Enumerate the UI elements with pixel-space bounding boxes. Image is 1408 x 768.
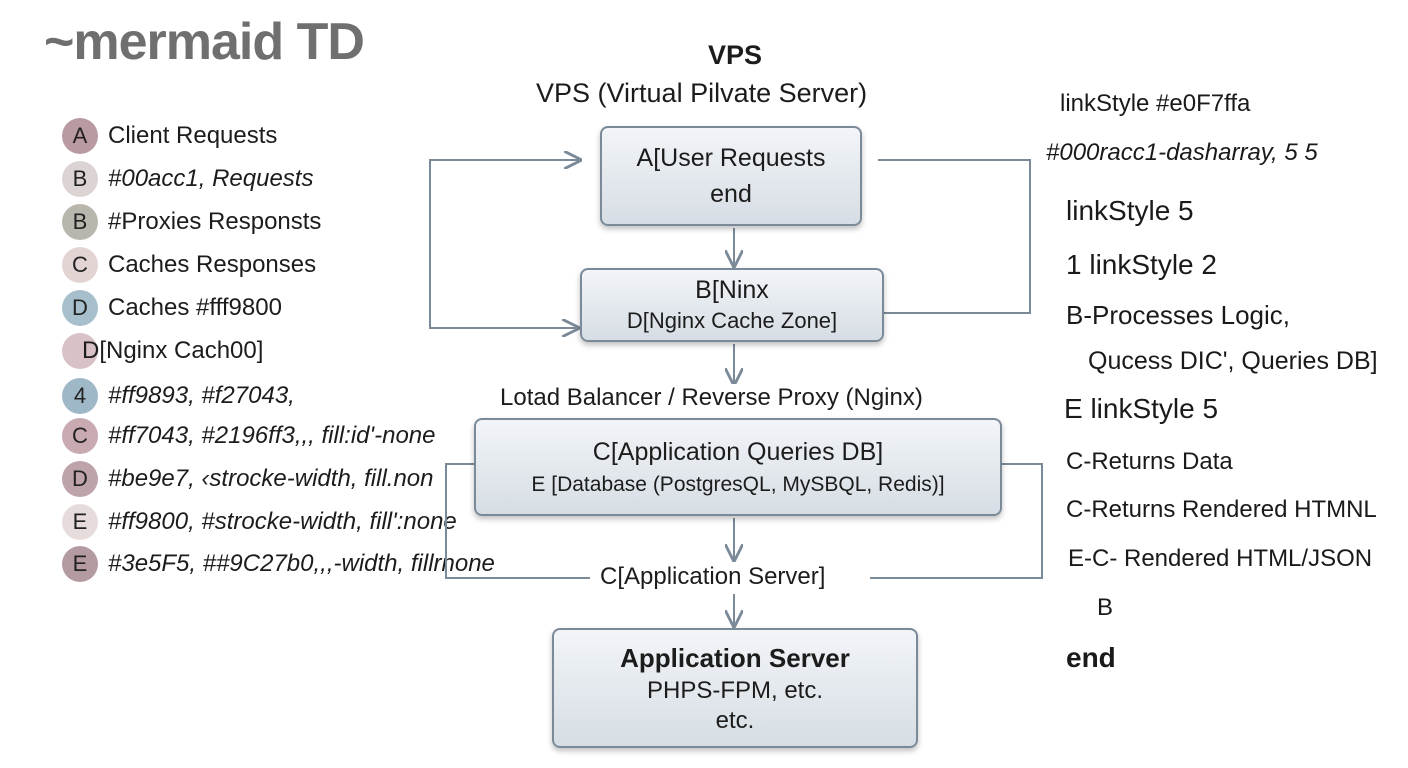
node-label: C[Application Queries DB] bbox=[592, 438, 884, 466]
legend-item: D[Nginx Cach00] bbox=[62, 333, 263, 369]
node-label: D[Nginx Cache Zone] bbox=[626, 308, 838, 333]
edge-left-loop-top bbox=[429, 160, 580, 328]
legend-text: Caches Responses bbox=[108, 251, 317, 278]
legend-text: #3e5F5, ##9C27b0,,,-width, fillrnone bbox=[108, 550, 495, 577]
note-text: 1 linkStyle 2 bbox=[1066, 249, 1217, 280]
legend-item: D #be9e7, ‹strocke-width, fill.non bbox=[62, 461, 434, 497]
legend-text: #be9e7, ‹strocke-width, fill.non bbox=[108, 465, 434, 492]
legend-text: #ff9800, #strocke-width, fill':none bbox=[108, 508, 457, 535]
legend-text: #Proxies Responsts bbox=[108, 208, 322, 235]
legend-item: A Client Requests bbox=[62, 118, 277, 154]
diagram-title: VPS bbox=[707, 40, 763, 70]
legend-item: E #3e5F5, ##9C27b0,,,-width, fillrnone bbox=[62, 546, 495, 582]
legend-badge: E bbox=[62, 546, 98, 582]
legend-item: E #ff9800, #strocke-width, fill':none bbox=[62, 504, 457, 540]
note-text: linkStyle #e0F7ffa bbox=[1060, 90, 1251, 117]
legend-text: D[Nginx Cach00] bbox=[82, 337, 264, 364]
node-app-queries-db[interactable]: C[Application Queries DB] E [Database (P… bbox=[474, 418, 1002, 516]
legend-item: 4 #ff9893, #f27043, bbox=[62, 378, 295, 414]
legend-item: C #ff7043, #2196ff3,,, fill:id'-none bbox=[62, 418, 435, 454]
legend-text: #ff9893, #f27043, bbox=[108, 382, 295, 409]
edge-left-loop-bottom bbox=[445, 463, 590, 579]
edge-label-load-balancer: Lotad Balancer / Reverse Proxy (Nginx) bbox=[500, 384, 923, 412]
edge-label-app-server: C[Application Server] bbox=[594, 563, 832, 591]
legend-item: B #00acc1, Requests bbox=[62, 161, 313, 197]
node-label: E [Database (PostgresQL, MySBQL, Redis)] bbox=[531, 473, 945, 496]
note-text: Qucess DIC', Queries DB] bbox=[1088, 347, 1378, 375]
legend-badge: C bbox=[62, 418, 98, 454]
edge-right-loop-bottom bbox=[870, 463, 1043, 579]
legend-item: C Caches Responses bbox=[62, 247, 316, 283]
node-label: Application Server bbox=[620, 643, 850, 673]
legend-text: #ff7043, #2196ff3,,, fill:id'-none bbox=[108, 422, 436, 449]
legend-text: #00acc1, Requests bbox=[108, 165, 314, 192]
diagram-subtitle: VPS (Virtual Pilvate Server) bbox=[536, 78, 868, 108]
legend-badge: D bbox=[62, 461, 98, 497]
legend-badge: C bbox=[62, 247, 98, 283]
node-label: B[Ninx bbox=[695, 276, 769, 304]
legend-badge bbox=[62, 333, 98, 369]
legend-badge: 4 bbox=[62, 378, 98, 414]
node-label: A[User Requests bbox=[636, 144, 826, 172]
note-text: C-Returns Rendered HTMNL bbox=[1066, 496, 1377, 523]
note-text: E linkStyle 5 bbox=[1064, 393, 1219, 424]
legend-badge: E bbox=[62, 504, 98, 540]
node-label: PHPS-FPM, etc. bbox=[646, 677, 824, 704]
note-text: B-Processes Logic, bbox=[1066, 300, 1290, 330]
legend-badge: B bbox=[62, 161, 98, 197]
legend-item: B #Proxies Responsts bbox=[62, 204, 321, 240]
legend-text: Caches #fff9800 bbox=[108, 294, 282, 321]
node-label: end bbox=[710, 180, 752, 208]
legend-badge: B bbox=[62, 204, 98, 240]
node-nginx[interactable]: B[Ninx D[Nginx Cache Zone] bbox=[580, 268, 884, 342]
edge-right-loop-top bbox=[878, 159, 1031, 314]
note-text: C-Returns Data bbox=[1066, 448, 1233, 475]
legend-badge: A bbox=[62, 118, 98, 154]
node-label: etc. bbox=[715, 707, 755, 734]
note-text: linkStyle 5 bbox=[1066, 195, 1194, 226]
node-user-requests[interactable]: A[User Requests end bbox=[600, 126, 862, 226]
note-text: E-C- Rendered HTML/JSON bbox=[1068, 545, 1373, 572]
legend-text: Client Requests bbox=[108, 122, 278, 149]
node-application-server[interactable]: Application Server PHPS-FPM, etc. etc. bbox=[552, 628, 918, 748]
legend-badge: D bbox=[62, 290, 98, 326]
logo-text: ~mermaid TD bbox=[44, 13, 365, 71]
legend-item: D Caches #fff9800 bbox=[62, 290, 282, 326]
note-text: end bbox=[1066, 642, 1116, 673]
note-text: #000racc1-dasharray, 5 5 bbox=[1046, 139, 1318, 166]
note-text: B bbox=[1097, 594, 1114, 621]
